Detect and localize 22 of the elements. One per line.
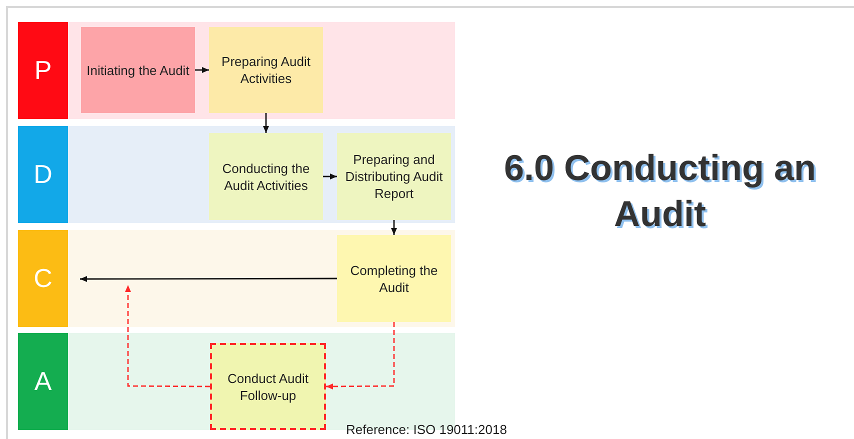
arrow [326,322,395,390]
phase-letter: C [18,230,68,327]
arrow [195,67,209,73]
process-box: Preparing and Distributing Audit Report [337,133,451,220]
phase-letter: D [18,126,68,223]
phase-lane [18,126,455,223]
arrow [125,285,210,388]
process-box: Conduct Audit Follow-up [210,343,326,430]
reference-note: Reference: ISO 19011:2018 [346,421,507,439]
phase-letter: A [18,333,68,430]
process-box: Completing the Audit [337,235,451,322]
process-box: Initiating the Audit [81,27,195,113]
arrow [80,276,337,282]
title: 6.0 Conducting an Audit [502,146,817,236]
phase-letter: P [18,22,68,119]
process-box: Preparing Audit Activities [209,27,323,113]
arrow [323,174,337,180]
phase-lane [18,22,455,119]
arrow [391,220,397,235]
arrow [263,113,269,133]
process-box: Conducting the Audit Activities [209,133,323,220]
phase-lane [18,230,455,327]
